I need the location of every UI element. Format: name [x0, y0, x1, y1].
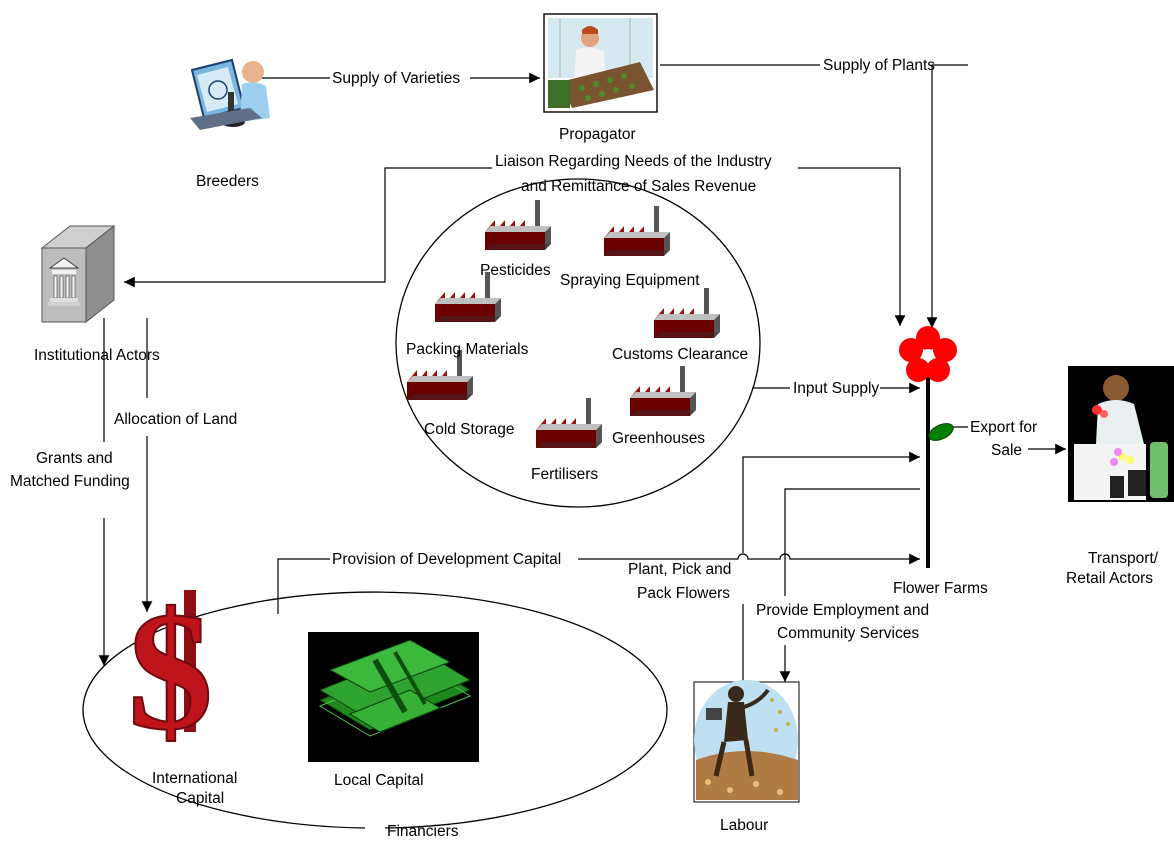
supply-plants-line-b [926, 64, 968, 328]
breeders-label: Breeders [196, 173, 259, 190]
international-label-line1: International [152, 770, 237, 787]
institutional-building-icon [40, 224, 116, 324]
transport-retail-icon [1068, 366, 1174, 502]
flow-input-supply: Input Supply [793, 380, 879, 397]
flow-supply-varieties: Supply of Varieties [332, 70, 460, 87]
dev-capital-line-a [277, 558, 330, 614]
employment-line-a [784, 488, 920, 596]
transport-label-line1: Transport/ [1088, 550, 1159, 567]
flow-liaison-line1: Liaison Regarding Needs of the Industry [495, 153, 772, 170]
input-customs: Customs Clearance [612, 346, 748, 363]
flow-export-line1: Export for [970, 419, 1037, 436]
flow-plant-line2: Pack Flowers [637, 585, 730, 602]
input-spraying: Spraying Equipment [560, 272, 700, 289]
money-stack-icon [308, 632, 479, 762]
flow-supply-plants: Supply of Plants [823, 57, 935, 74]
liaison-line-right [798, 167, 906, 326]
flow-employment-line2: Community Services [777, 625, 919, 642]
inputs-circle [395, 178, 761, 508]
liaison-line-left [124, 167, 492, 288]
flow-dev-capital: Provision of Development Capital [332, 551, 561, 568]
svg-text:$: $ [128, 577, 213, 765]
labour-label: Labour [720, 817, 768, 834]
input-pesticides: Pesticides [480, 262, 551, 279]
flow-employment-line1: Provide Employment and [756, 602, 929, 619]
dev-capital-line-b [578, 553, 920, 565]
flow-grants-line2: Matched Funding [10, 473, 130, 490]
propagator-icon [543, 13, 658, 113]
international-label-line2: Capital [176, 790, 224, 807]
input-cold-storage: Cold Storage [424, 421, 514, 438]
flow-plant-line1: Plant, Pick and [628, 561, 731, 578]
breeders-icon [190, 58, 270, 130]
institutional-label: Institutional Actors [34, 347, 160, 364]
input-fertilisers: Fertilisers [531, 466, 598, 483]
flow-liaison-line2: and Remittance of Sales Revenue [521, 178, 756, 195]
flow-allocation-land: Allocation of Land [114, 411, 237, 428]
propagator-label: Propagator [559, 126, 636, 143]
dollar-sign-icon: $ [127, 576, 214, 766]
input-greenhouses: Greenhouses [612, 430, 705, 447]
labour-icon [693, 680, 800, 803]
flower-icon [899, 326, 957, 568]
flow-grants-line1: Grants and [36, 450, 113, 467]
local-capital-label: Local Capital [334, 772, 424, 789]
transport-label-line2: Retail Actors [1066, 570, 1153, 587]
flower-farms-label: Flower Farms [893, 580, 988, 597]
plant-line-c [742, 451, 920, 553]
financiers-label: Financiers [387, 823, 459, 840]
input-packing: Packing Materials [406, 341, 529, 358]
flow-export-line2: Sale [991, 442, 1022, 459]
